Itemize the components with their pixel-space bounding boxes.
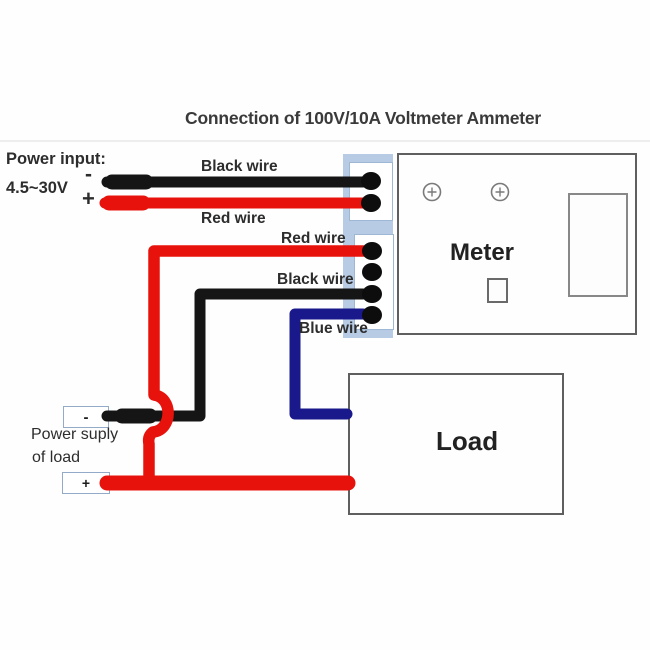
plus-symbol: + bbox=[81, 475, 91, 491]
terminal-dot bbox=[361, 172, 381, 190]
wire-label-input-black: Black wire bbox=[201, 158, 278, 175]
meter-display-window bbox=[568, 193, 628, 297]
wire-label-meter-blue: Blue wire bbox=[299, 320, 368, 337]
terminal-dot bbox=[362, 242, 382, 260]
power-input-voltage: 4.5~30V bbox=[6, 179, 68, 197]
power-input-minus-symbol: - bbox=[85, 163, 92, 186]
screw-icon bbox=[422, 182, 442, 202]
load-box bbox=[348, 373, 564, 515]
wire-meter-red bbox=[142, 245, 369, 488]
wire-label-meter-black: Black wire bbox=[277, 271, 354, 288]
diagram-title: Connection of 100V/10A Voltmeter Ammeter bbox=[185, 108, 542, 128]
power-input-plus-symbol: + bbox=[82, 186, 95, 211]
wire-label-input-red: Red wire bbox=[201, 210, 266, 227]
meter-label: Meter bbox=[450, 239, 515, 266]
screw-icon bbox=[490, 182, 510, 202]
power-input-label: Power input: bbox=[6, 150, 106, 168]
meter-button-square bbox=[487, 278, 508, 303]
terminal-dot bbox=[362, 285, 382, 303]
load-supply-label-line2: of load bbox=[32, 449, 81, 466]
wire-meter-blue bbox=[289, 308, 369, 420]
terminal-dot bbox=[362, 306, 382, 324]
scan-artifact-line bbox=[0, 140, 650, 142]
terminal-dot bbox=[362, 263, 382, 281]
load-label: Load bbox=[436, 426, 499, 456]
terminal-dot bbox=[361, 194, 381, 212]
load-supply-label-line1: Power suply bbox=[31, 426, 119, 443]
minus-symbol: - bbox=[83, 408, 89, 426]
wire-label-meter-red: Red wire bbox=[281, 230, 346, 247]
